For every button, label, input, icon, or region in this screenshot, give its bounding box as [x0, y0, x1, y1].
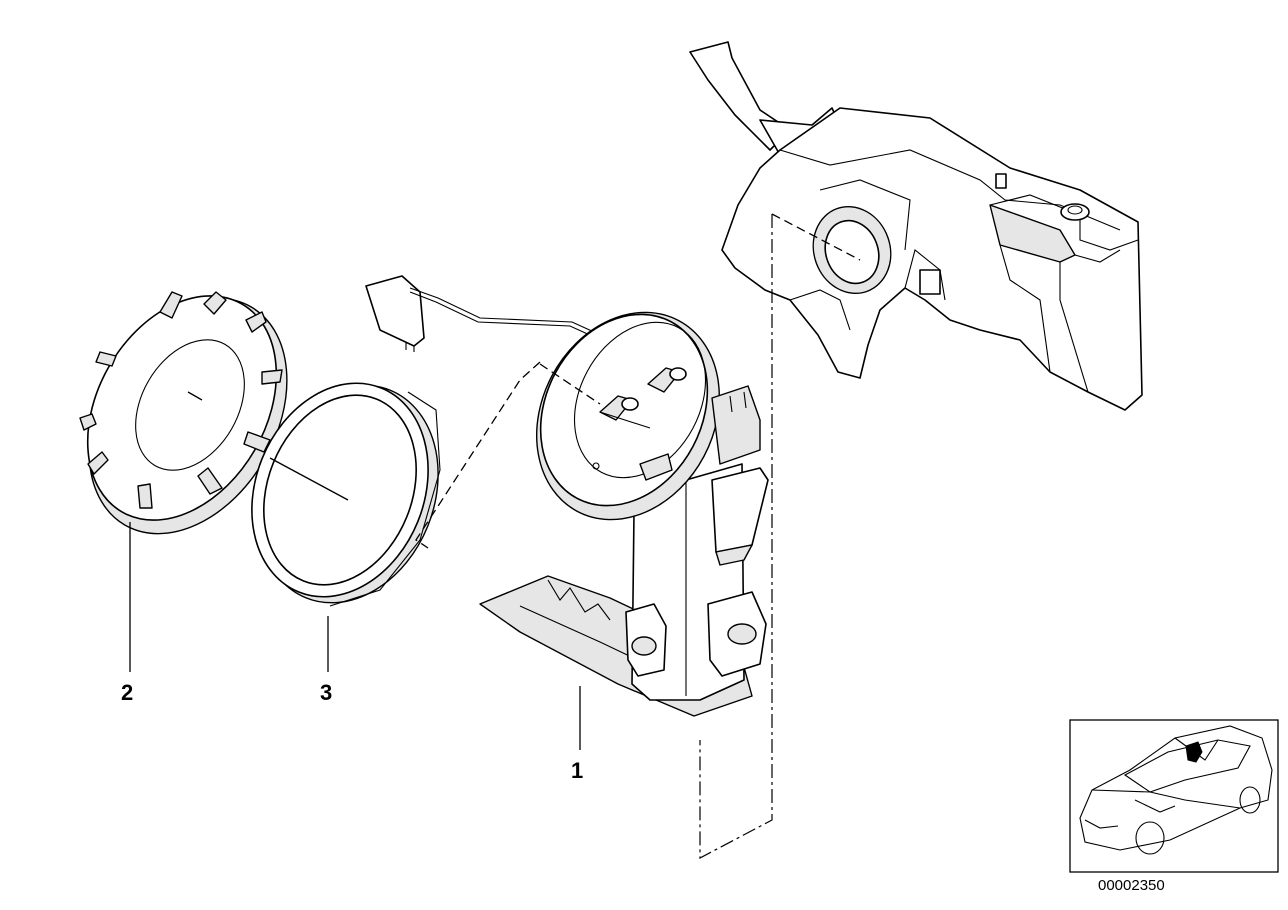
reference-number: 00002350 [1098, 877, 1165, 894]
vehicle-location-inset [1069, 719, 1279, 873]
fuel-pump-assembly-part-1 [365, 275, 769, 717]
callout-label-3: 3 [320, 680, 332, 705]
callout-label-2: 2 [121, 680, 133, 705]
callout-label-1: 1 [571, 758, 583, 783]
seal-ring-part-3 [251, 382, 441, 607]
assembly-lines [415, 213, 861, 859]
fuel-tank [689, 41, 1143, 411]
car-silhouette [1079, 725, 1273, 855]
